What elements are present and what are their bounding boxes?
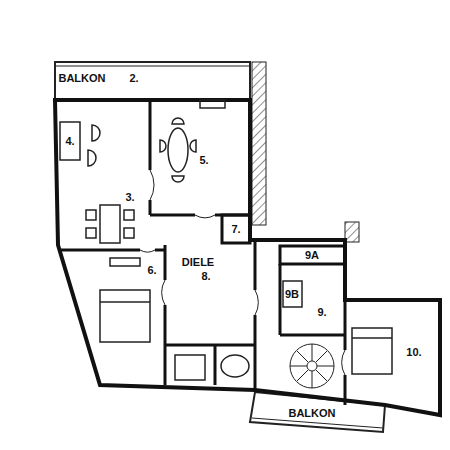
balcony-label: BALKON — [57, 72, 106, 84]
room-number: 9A — [304, 249, 320, 261]
room-number: 5. — [198, 154, 209, 166]
room-label: DIELE — [181, 256, 215, 268]
room-number: 7. — [230, 223, 241, 235]
room-number: 10. — [405, 346, 422, 358]
room-number: 2. — [128, 72, 139, 84]
room-number: 6. — [146, 264, 157, 276]
room-number: 8. — [200, 270, 211, 282]
balcony-label: BALKON — [287, 407, 336, 419]
room-number: 4. — [64, 135, 75, 147]
room-number: 3. — [124, 191, 135, 203]
room-number: 9B — [284, 288, 300, 300]
room-number: 9. — [316, 306, 327, 318]
